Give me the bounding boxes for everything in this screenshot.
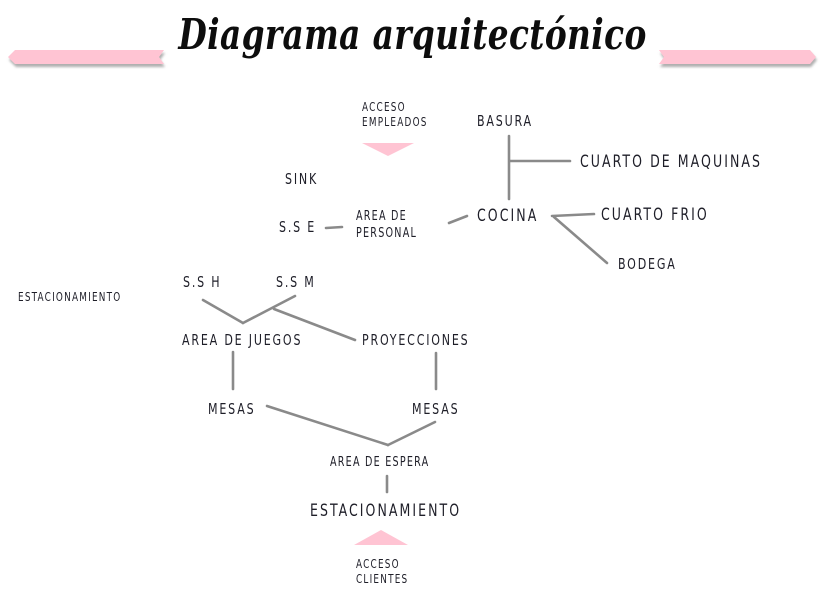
- node-acceso-empleados: ACCESO EMPLEADOS: [362, 100, 428, 130]
- left-ribbon: [8, 50, 164, 64]
- node-area-juegos: AREA DE JUEGOS: [182, 331, 303, 349]
- edge-cocina-cuarto-frio: [550, 212, 596, 218]
- node-area-personal-line1: AREA DE: [356, 209, 407, 224]
- node-acceso-clientes-line1: ACCESO: [356, 557, 400, 571]
- right-ribbon: [659, 50, 816, 64]
- edge-area-personal-cocina: [447, 214, 469, 225]
- acceso-clientes-arrow: [354, 530, 408, 545]
- node-proyecciones: PROYECCIONES: [362, 331, 470, 349]
- node-basura: BASURA: [477, 112, 533, 130]
- edge-cocina-bodega: [552, 215, 609, 265]
- node-area-personal: AREA DE PERSONAL: [356, 208, 417, 242]
- node-cuarto-frio: CUARTO FRIO: [601, 205, 709, 225]
- node-ssm: S.S M: [276, 273, 316, 291]
- edge-mesas-right-espera: [386, 420, 437, 447]
- node-mesas-left: MESAS: [208, 400, 256, 418]
- node-cocina: COCINA: [477, 206, 539, 226]
- edge-ssm-area-juegos: [241, 294, 297, 325]
- acceso-empleados-arrow: [362, 143, 414, 156]
- node-estacionamiento-left: ESTACIONAMIENTO: [18, 290, 122, 304]
- node-area-espera: AREA DE ESPERA: [330, 455, 430, 470]
- node-ssh: S.S H: [183, 273, 222, 291]
- node-area-personal-line2: PERSONAL: [356, 226, 418, 241]
- node-acceso-clientes-line2: CLIENTES: [356, 572, 409, 586]
- node-cuarto-maquinas: CUARTO DE MAQUINAS: [580, 152, 763, 172]
- node-estacionamiento-main: ESTACIONAMIENTO: [310, 501, 462, 521]
- page-title: Diagrama arquitectónico: [178, 10, 647, 59]
- edge-ssm-proyecciones: [272, 307, 357, 342]
- node-acceso-empleados-line2: EMPLEADOS: [362, 115, 428, 129]
- node-acceso-empleados-line1: ACCESO: [362, 100, 406, 114]
- edge-ssh-area-juegos: [201, 298, 245, 325]
- edge-mesas-left-espera: [265, 404, 390, 447]
- edge-sse-area-personal: [324, 225, 344, 230]
- node-sse: S.S E: [279, 218, 317, 236]
- node-acceso-clientes: ACCESO CLIENTES: [356, 557, 408, 587]
- node-mesas-right: MESAS: [412, 400, 460, 418]
- node-bodega: BODEGA: [618, 255, 677, 273]
- node-sink: SINK: [285, 170, 319, 188]
